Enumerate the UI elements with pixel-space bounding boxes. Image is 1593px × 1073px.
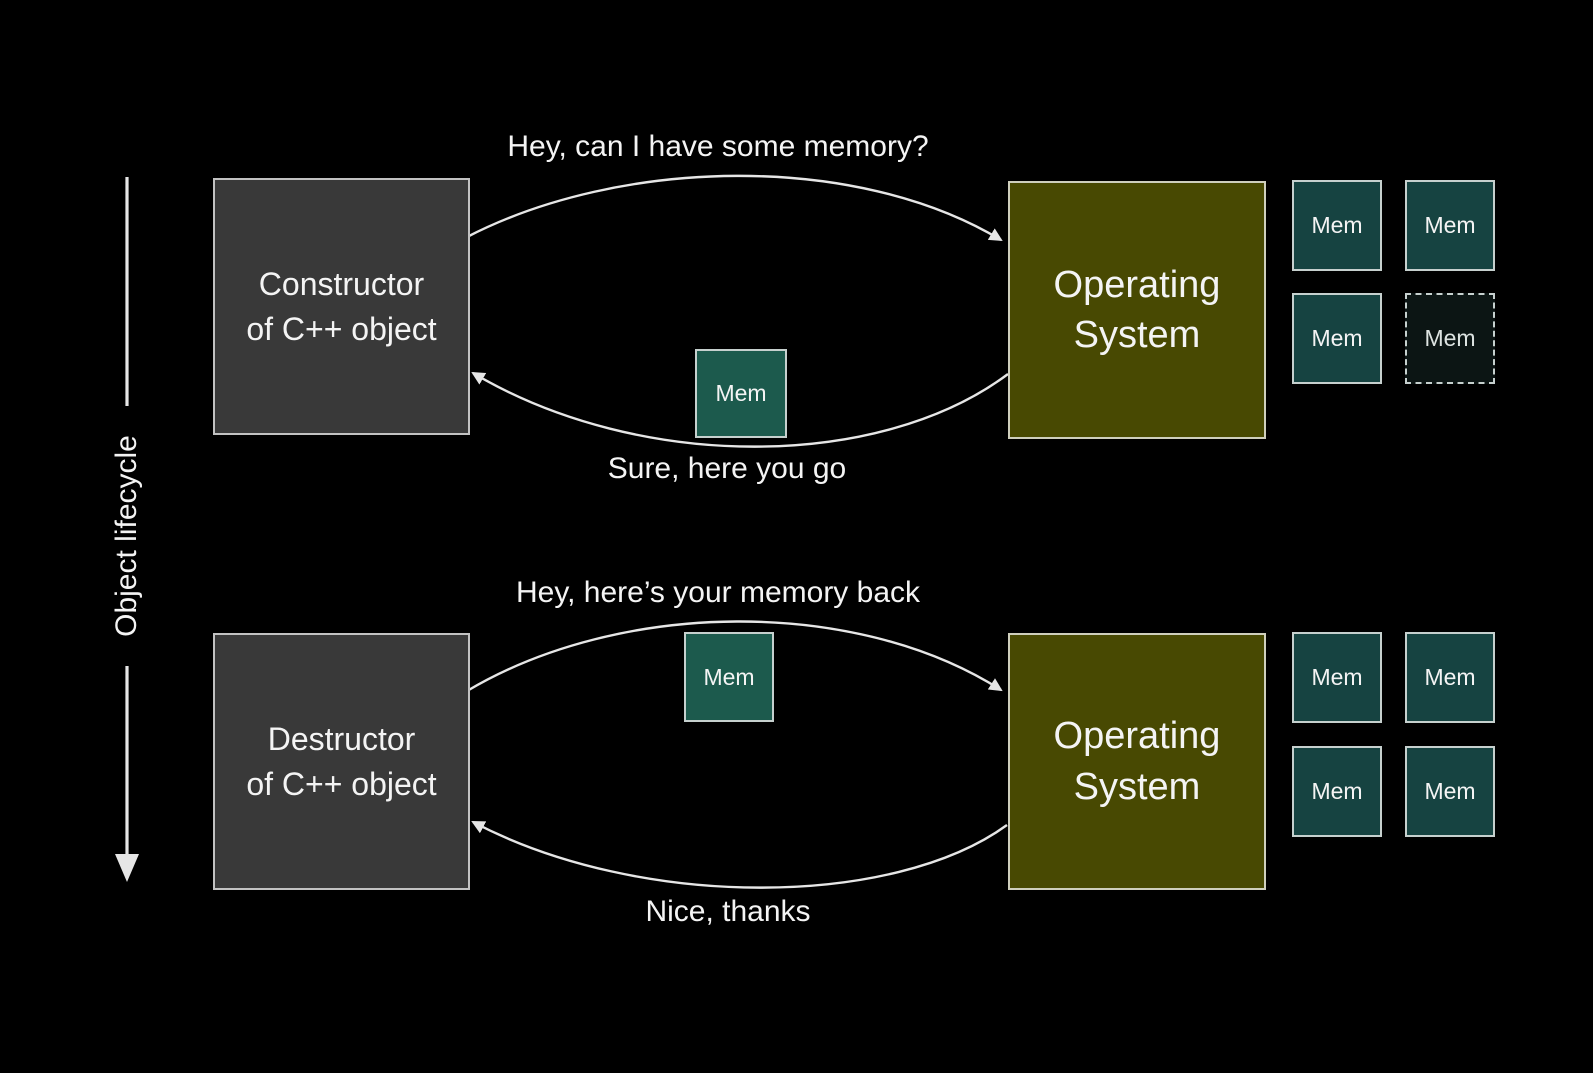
- constructor-box: Constructor of C++ object: [213, 178, 470, 435]
- mem-cell-label: Mem: [1424, 325, 1476, 351]
- grant-memory-label: Sure, here you go: [607, 452, 847, 485]
- lifecycle-axis-label: Object lifecycle: [110, 435, 143, 637]
- mem-cell-label: Mem: [1424, 778, 1476, 804]
- destructor-label-line1: Destructor: [267, 721, 416, 758]
- mem-cell-label: Mem: [1311, 325, 1363, 351]
- operating-system-box-bottom: Operating System: [1008, 633, 1266, 890]
- mem-cell-label: Mem: [1311, 664, 1363, 690]
- operating-system-box-top: Operating System: [1008, 181, 1266, 439]
- request-memory-arrow: [466, 174, 1003, 242]
- mem-cell-label: Mem: [1424, 664, 1476, 690]
- mem-cell: Mem: [1292, 746, 1382, 837]
- os-top-label-line1: Operating: [1053, 263, 1221, 306]
- constructor-label-line1: Constructor: [258, 266, 425, 303]
- mem-cell: Mem: [1405, 632, 1495, 723]
- mem-cell-label: Mem: [1424, 212, 1476, 238]
- mem-transfer-top-label: Mem: [715, 380, 767, 406]
- mem-cell-label: Mem: [1311, 212, 1363, 238]
- return-memory-arrow: [466, 620, 1003, 693]
- os-bottom-label-line1: Operating: [1053, 715, 1221, 758]
- mem-cell: Mem: [1292, 180, 1382, 271]
- mem-cell: Mem: [1405, 180, 1495, 271]
- constructor-label-line2: of C++ object: [246, 310, 437, 347]
- return-memory-label: Hey, here’s your memory back: [515, 576, 921, 609]
- request-memory-label: Hey, can I have some memory?: [507, 130, 929, 163]
- destructor-label-line2: of C++ object: [246, 765, 437, 802]
- operating-system-label-top: Operating System: [1054, 260, 1221, 360]
- mem-cell-label: Mem: [1311, 778, 1363, 804]
- mem-cell-freed: Mem: [1405, 293, 1495, 384]
- mem-transfer-box-bottom: Mem: [684, 632, 774, 722]
- mem-cell: Mem: [1292, 293, 1382, 384]
- constructor-box-label: Constructor of C++ object: [246, 262, 436, 350]
- os-top-label-line2: System: [1073, 314, 1201, 356]
- mem-cell: Mem: [1405, 746, 1495, 837]
- grant-memory-arrow: [471, 371, 1009, 448]
- mem-cell: Mem: [1292, 632, 1382, 723]
- destructor-box-label: Destructor of C++ object: [246, 717, 436, 805]
- mem-transfer-bottom-label: Mem: [703, 663, 755, 690]
- os-bottom-label-line2: System: [1073, 765, 1201, 808]
- mem-transfer-box-top: Mem: [695, 349, 787, 438]
- ack-memory-label: Nice, thanks: [645, 895, 811, 928]
- operating-system-label-bottom: Operating System: [1054, 711, 1221, 811]
- ack-memory-arrow: [471, 820, 1008, 889]
- destructor-box: Destructor of C++ object: [213, 633, 470, 890]
- lifecycle-arrowhead-icon: [115, 854, 139, 882]
